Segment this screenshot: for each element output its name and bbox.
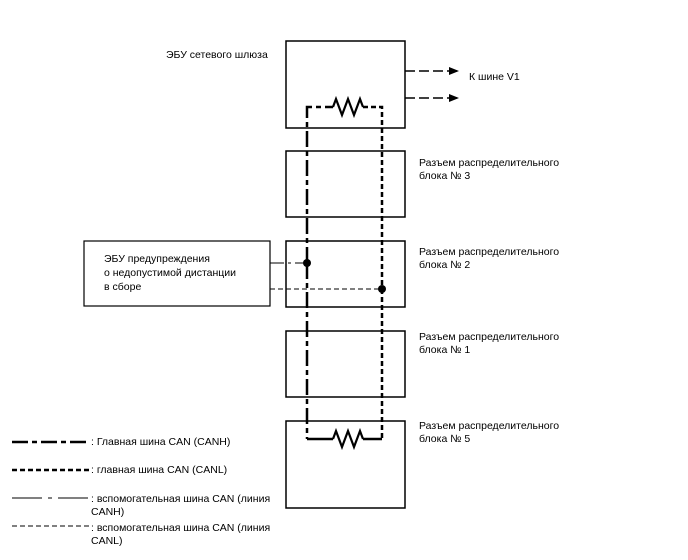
junction-2-label-line2: блока № 2 — [419, 259, 471, 271]
junction-1-label-line1: Разъем распределительного — [419, 331, 560, 343]
legend-main-canh-label: : Главная шина CAN (CANH) — [91, 436, 231, 448]
junction-5-label-line2: блока № 5 — [419, 433, 471, 445]
junction-1-label-line2: блока № 1 — [419, 344, 471, 356]
junction-5-resistor — [331, 427, 365, 451]
junction-1-box — [285, 330, 406, 398]
legend-sub-canl-label-line1: : вспомогательная шина CAN (линия — [91, 522, 271, 534]
junction-3-label-line2: блока № 3 — [419, 170, 471, 182]
gateway-ecu-label: ЭБУ сетевого шлюза — [166, 49, 268, 61]
junction-3-label-line1: Разъем распределительного — [419, 157, 560, 169]
gateway-ecu-box — [285, 40, 406, 129]
legend-sub-canl-label-line2: CANL) — [91, 535, 123, 547]
junction-2-box — [285, 240, 406, 308]
canh-junction-dot — [303, 259, 311, 267]
canl-junction-dot — [378, 285, 386, 293]
junction-3-box — [285, 150, 406, 218]
distance-ecu-box — [83, 240, 271, 307]
legend-main-canl-label: : главная шина CAN (CANL) — [91, 464, 228, 476]
junction-5-label-line1: Разъем распределительного — [419, 420, 560, 432]
distance-ecu-label-line2: о недопустимой дистанции — [104, 267, 237, 279]
legend-sub-canh-label-line1: : вспомогательная шина CAN (линия — [91, 493, 271, 505]
legend-sub-canh-label-line2: CANH) — [91, 506, 125, 518]
junction-2-label-line1: Разъем распределительного — [419, 246, 560, 258]
distance-ecu-label-line3: в сборе — [104, 281, 142, 293]
gateway-resistor-wire — [305, 105, 333, 263]
distance-ecu-label-line1: ЭБУ предупреждения — [104, 253, 210, 265]
gateway-resistor — [331, 95, 365, 119]
gateway-resistor-wire-right — [363, 105, 384, 289]
bus-v1-label: К шине V1 — [469, 71, 520, 83]
junction-5-box — [285, 420, 406, 509]
